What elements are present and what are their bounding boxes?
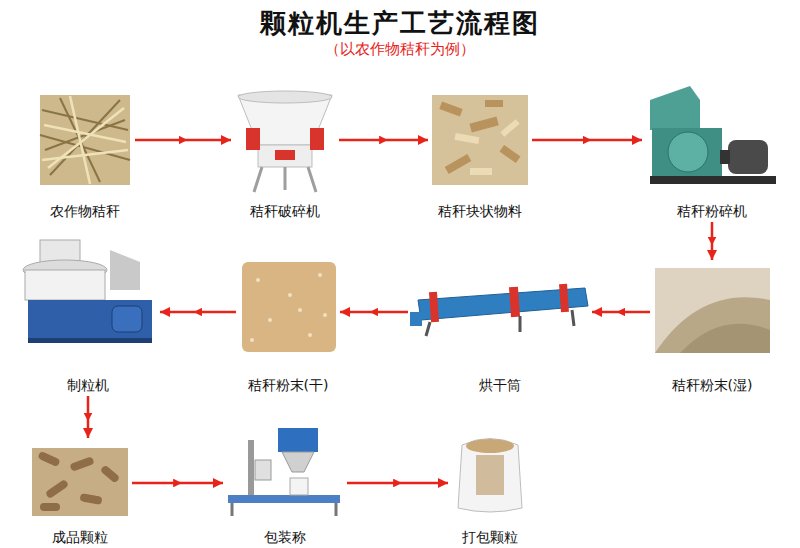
wet-powder-picture [655,268,770,353]
process-step: 成品颗粒 [30,440,130,546]
subtitle: （以农作物秸秆为例） [0,40,800,59]
step-label: 成品颗粒 [30,528,130,546]
flow-arrow [711,222,714,260]
flow-arrow [532,139,642,142]
bag-picture [458,439,522,513]
dry-powder-picture [242,262,336,352]
step-label: 秸秆粉碎机 [644,202,780,220]
process-step: 打包颗粒 [450,432,530,546]
straw-picture [40,95,130,185]
step-label: 秸秆块状物料 [430,202,530,220]
process-step: 秸秆块状物料 [430,88,530,220]
step-label: 制粒机 [18,376,158,394]
title: 颗粒机生产工艺流程图 [0,6,800,41]
step-label: 打包颗粒 [450,528,530,546]
step-label: 包装称 [225,528,345,546]
flow-arrow [347,482,448,485]
chips-picture [432,95,528,185]
step-label: 农作物秸秆 [37,202,133,220]
pellet-mill-picture [23,240,152,343]
process-step: 烘干筒 [410,262,590,394]
flow-arrow [340,311,408,314]
flow-arrow [132,482,223,485]
flow-arrow [592,311,650,314]
process-step: 秸秆破碎机 [233,88,337,220]
hammer-mill-picture [650,86,776,184]
process-step: 制粒机 [18,234,158,394]
dryer-drum-picture [410,284,588,336]
pellets-picture [32,448,128,516]
step-label: 秸秆粉末(干) [238,376,338,394]
process-step: 秸秆粉末(湿) [652,262,772,394]
crusher-picture [238,91,332,192]
process-step: 农作物秸秆 [37,88,133,220]
packing-scale-picture [228,428,340,516]
process-step: 秸秆粉末(干) [238,262,338,394]
flow-arrow [160,311,236,314]
process-step: 秸秆粉碎机 [644,80,780,220]
step-label: 秸秆破碎机 [233,202,337,220]
flow-arrow [87,396,90,438]
flow-arrow [135,139,231,142]
step-label: 秸秆粉末(湿) [652,376,772,394]
process-step: 包装称 [225,426,345,546]
step-label: 烘干筒 [410,376,590,394]
flow-arrow [339,139,428,142]
